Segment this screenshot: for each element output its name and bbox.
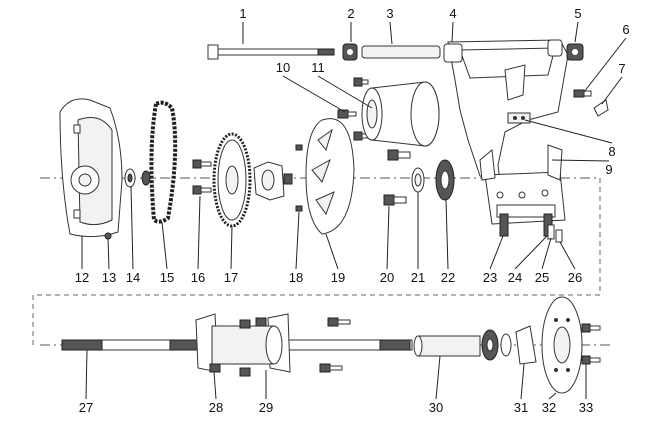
part-screws-18: [295, 144, 303, 212]
leader-line-17: [230, 225, 233, 270]
part-bolt-long: [207, 44, 335, 60]
callout-label-17: 17: [224, 270, 238, 285]
leader-line-4: [451, 21, 454, 43]
part-bearing-31: [481, 325, 537, 365]
callout-label-18: 18: [289, 270, 303, 285]
callout-label-25: 25: [535, 270, 549, 285]
leader-line-16: [197, 195, 201, 270]
part-nut-2: [342, 43, 358, 61]
callout-label-20: 20: [380, 270, 394, 285]
part-screw-6: [573, 89, 592, 98]
callout-label-24: 24: [508, 270, 522, 285]
callout-label-4: 4: [449, 6, 456, 21]
callout-label-14: 14: [126, 270, 140, 285]
callout-label-29: 29: [259, 400, 273, 415]
assembly-link-boundary: [32, 178, 601, 345]
callout-label-13: 13: [102, 270, 116, 285]
leader-line-3: [389, 21, 393, 45]
leader-line-24: [514, 235, 548, 270]
leader-line-26: [559, 241, 576, 270]
part-bearing-22: [435, 159, 455, 201]
part-hub: [253, 161, 293, 201]
leader-line-20: [386, 205, 390, 270]
leader-line-10: [282, 75, 346, 113]
part-carrier-bolts: [319, 317, 351, 373]
leader-line-7: [601, 76, 623, 105]
callout-label-16: 16: [191, 270, 205, 285]
callout-label-31: 31: [514, 400, 528, 415]
callout-label-19: 19: [331, 270, 345, 285]
part-sleeve: [361, 45, 441, 59]
callout-label-11: 11: [311, 60, 325, 75]
callout-label-1: 1: [239, 6, 246, 21]
part-chain-guard: [59, 98, 123, 238]
part-drum-housing: [361, 81, 440, 147]
part-washer-14: [124, 168, 151, 188]
leader-line-11: [317, 75, 373, 109]
part-chain: [149, 100, 178, 224]
leader-line-8: [524, 119, 613, 144]
part-bolts-10: [337, 77, 369, 141]
callout-label-6: 6: [622, 22, 629, 37]
callout-label-22: 22: [441, 270, 455, 285]
part-sprocket: [212, 132, 252, 228]
leader-line-5: [574, 21, 579, 43]
callout-label-12: 12: [75, 270, 89, 285]
part-bolt-20: [383, 149, 411, 206]
callout-label-21: 21: [411, 270, 425, 285]
part-brake-disc: [305, 118, 355, 235]
leader-line-15: [161, 221, 168, 270]
part-spacer-21: [411, 167, 425, 193]
callout-label-32: 32: [542, 400, 556, 415]
leader-line-14: [130, 185, 134, 270]
callout-label-33: 33: [579, 400, 593, 415]
callout-label-15: 15: [160, 270, 174, 285]
leader-line-6: [583, 37, 627, 93]
callout-label-26: 26: [568, 270, 582, 285]
callout-label-3: 3: [386, 6, 393, 21]
callout-label-23: 23: [483, 270, 497, 285]
part-swing-arm: [443, 39, 569, 225]
callout-label-27: 27: [79, 400, 93, 415]
part-bolts-33: [581, 323, 601, 365]
leader-line-13: [107, 237, 110, 270]
callout-label-2: 2: [347, 6, 354, 21]
callout-label-5: 5: [574, 6, 581, 21]
leader-line-9: [551, 159, 610, 162]
callout-label-30: 30: [429, 400, 443, 415]
callout-label-28: 28: [209, 400, 223, 415]
part-bearing-carrier: [195, 313, 291, 377]
leader-lines: [81, 21, 627, 400]
leader-line-32: [548, 392, 557, 400]
leader-line-27: [85, 349, 88, 400]
part-spacer-30: [413, 335, 481, 357]
leader-line-30: [435, 355, 441, 400]
part-rear-brake-disc: [541, 296, 583, 394]
leader-line-18: [295, 211, 300, 270]
leader-line-23: [489, 235, 504, 270]
callout-label-8: 8: [608, 144, 615, 159]
leader-line-31: [520, 363, 525, 400]
part-bolts-16: [192, 159, 212, 195]
leader-line-22: [445, 199, 449, 270]
part-clip-7: [593, 99, 609, 117]
callout-label-9: 9: [605, 162, 612, 177]
callout-label-7: 7: [618, 61, 625, 76]
callout-label-10: 10: [276, 60, 290, 75]
leader-line-19: [325, 233, 339, 270]
part-nut-5: [566, 43, 584, 61]
leader-line-25: [541, 237, 552, 270]
leader-line-28: [213, 371, 217, 400]
